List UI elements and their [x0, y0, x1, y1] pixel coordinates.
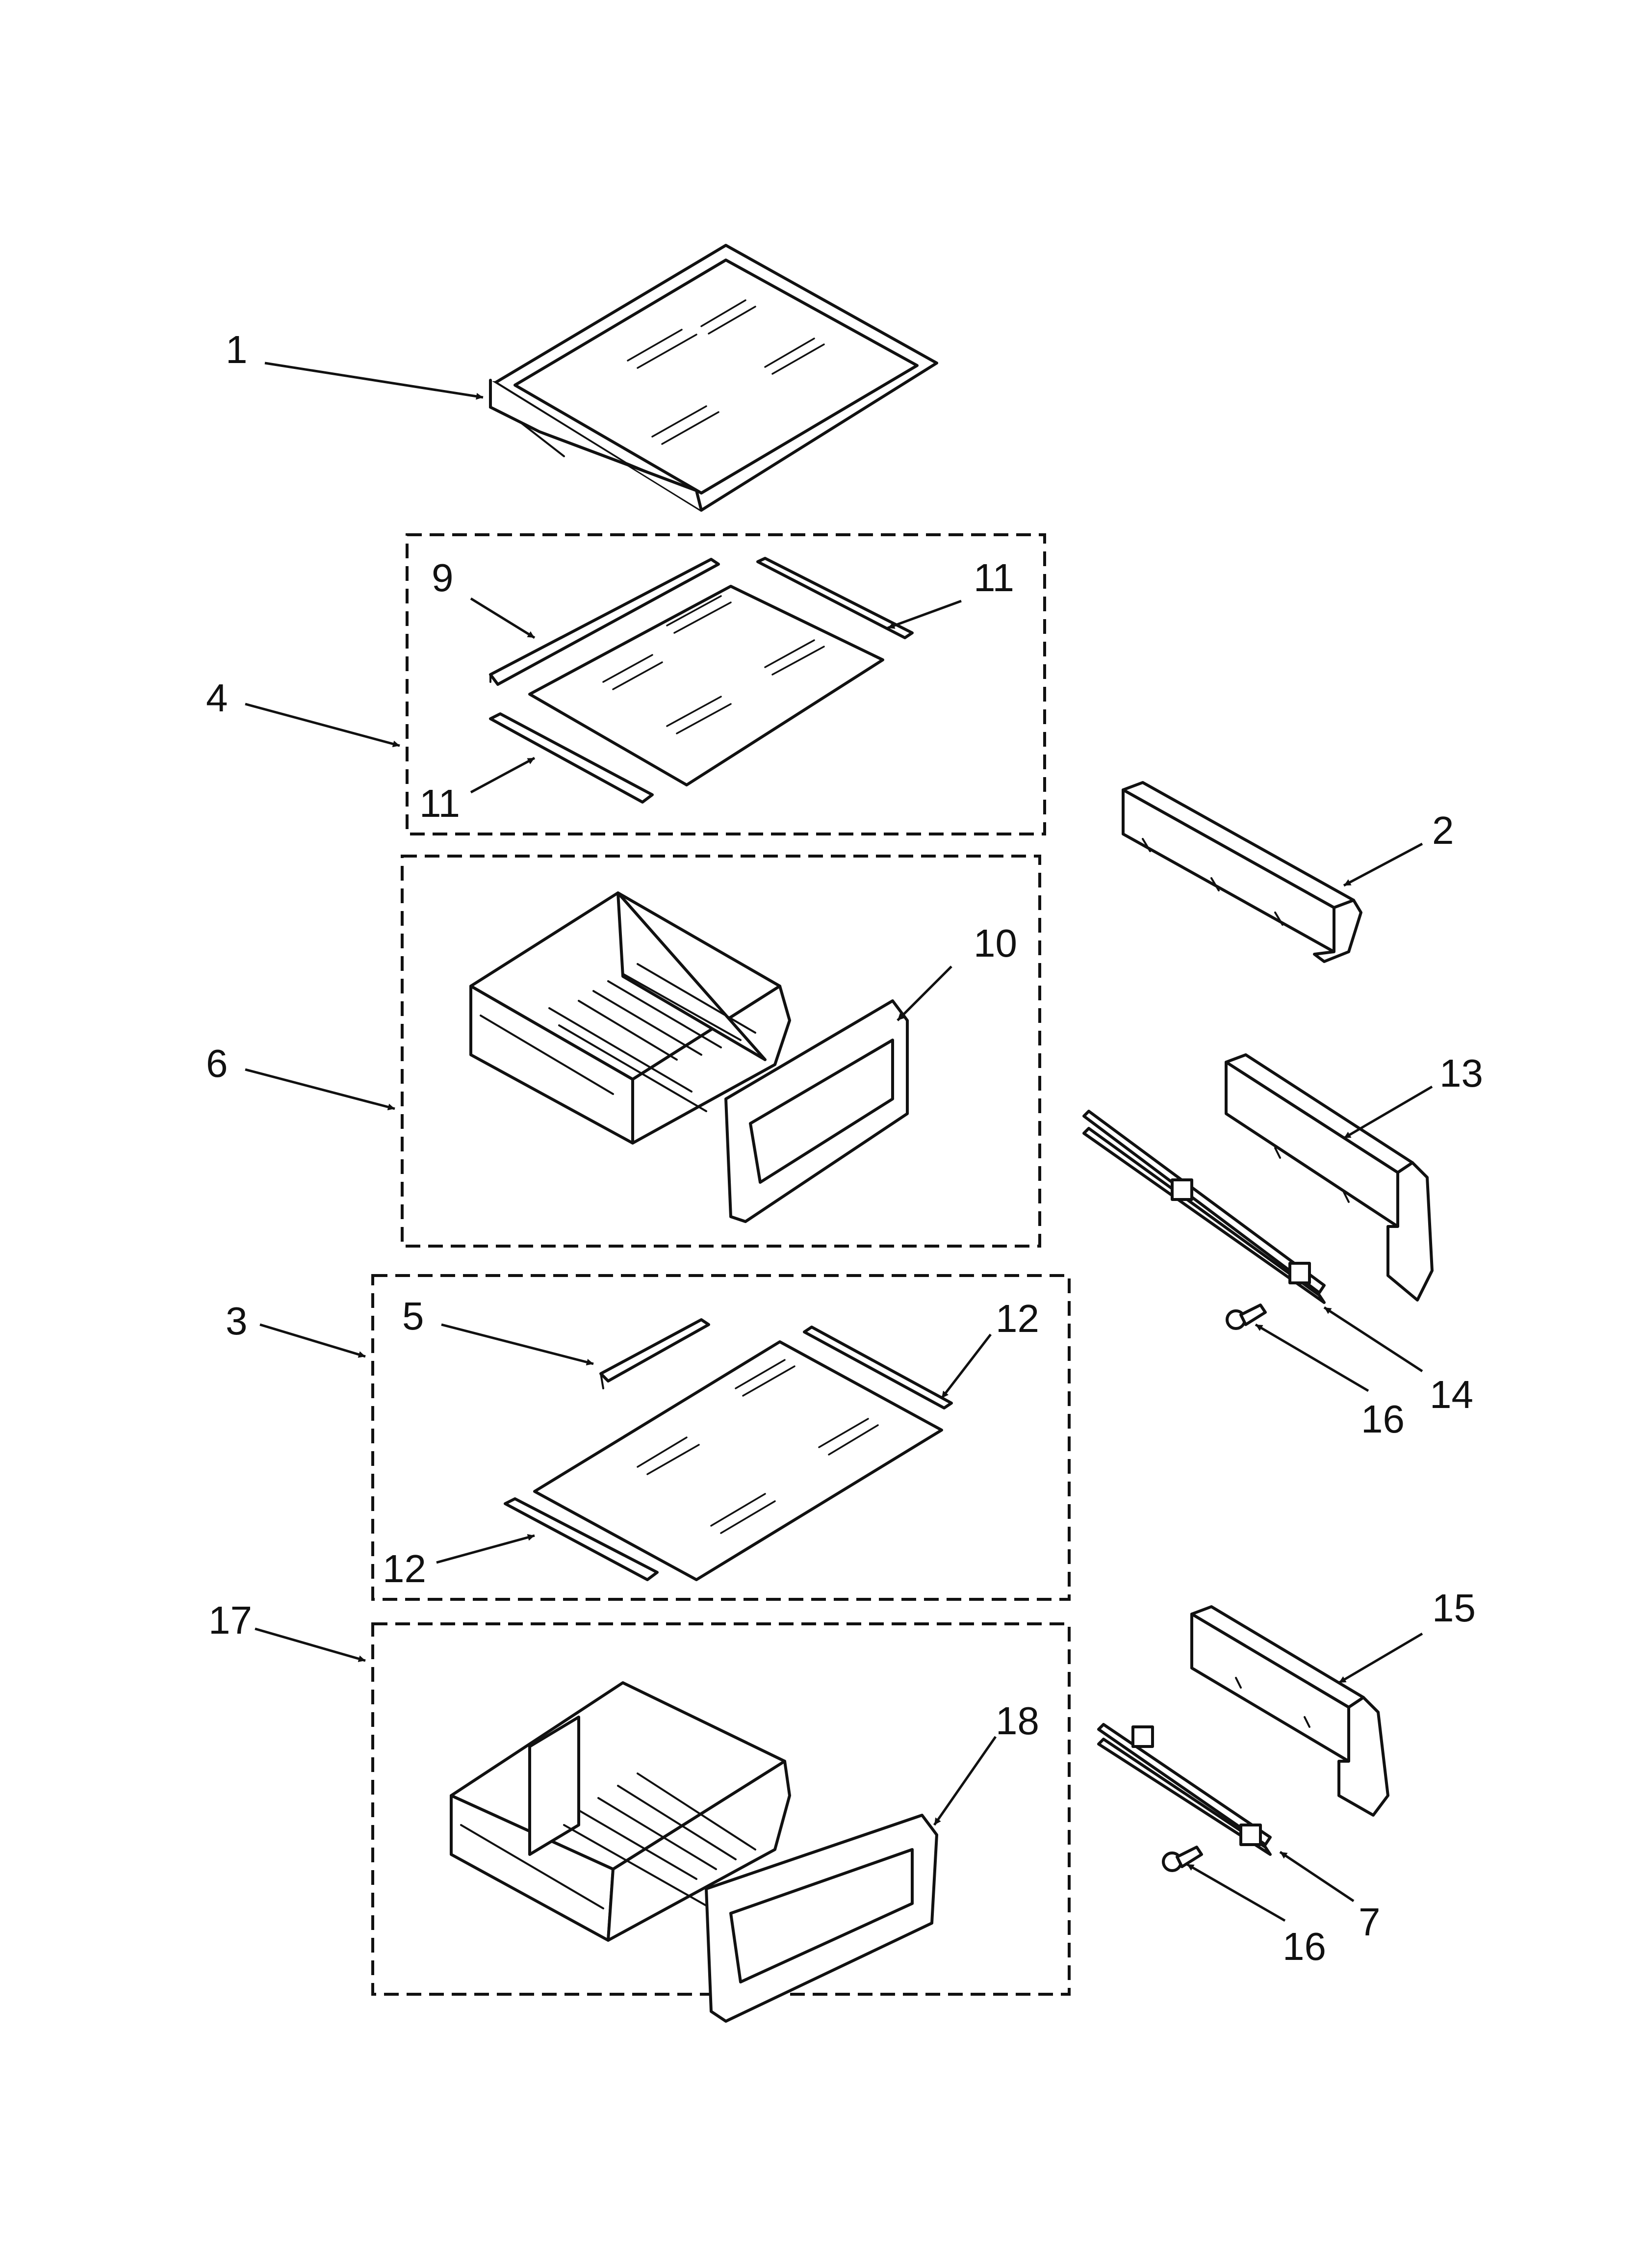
callout-14: 14 [1430, 1373, 1473, 1416]
callout-6: 6 [206, 1042, 228, 1085]
part-10-drawer-cover [724, 999, 909, 1223]
leader-16a [1255, 1323, 1369, 1392]
leader-12a [941, 1333, 992, 1399]
leader-7 [1279, 1851, 1355, 1903]
callout-9: 9 [432, 556, 454, 600]
part-14-slide-rail [1082, 1110, 1326, 1304]
part-5-trim-strip [599, 1318, 710, 1389]
part-12-trim-strip-front [504, 1497, 659, 1581]
group-box-17 [371, 1622, 1071, 1996]
callout-13: 13 [1439, 1051, 1483, 1095]
part-16-screw-upper [1226, 1303, 1267, 1330]
leader-3 [259, 1323, 366, 1358]
callout-3: 3 [226, 1299, 248, 1343]
callout-11a: 11 [974, 556, 1014, 600]
callout-12a: 12 [996, 1297, 1039, 1340]
callout-18: 18 [996, 1699, 1039, 1743]
part-crisper-drawer-upper [469, 891, 791, 1145]
callout-16a: 16 [1361, 1397, 1405, 1441]
callout-12b: 12 [383, 1547, 426, 1590]
leader-17 [255, 1627, 366, 1662]
group-box-4 [406, 533, 1046, 835]
leader-2 [1343, 842, 1423, 887]
group-box-3 [371, 1274, 1071, 1601]
leader-9 [470, 597, 536, 639]
leader-5 [441, 1323, 594, 1366]
callout-5: 5 [402, 1294, 424, 1338]
callout-labels: 1 4 9 11 11 2 6 10 13 3 5 12 12 14 16 17… [206, 328, 1483, 1968]
leader-11a [887, 600, 962, 629]
callout-1: 1 [226, 328, 248, 371]
leader-14 [1323, 1306, 1423, 1373]
callout-11b: 11 [419, 782, 460, 825]
callout-7: 7 [1359, 1900, 1381, 1944]
part-glass-shelf-lower [533, 1340, 943, 1581]
leader-4 [245, 703, 400, 748]
leader-16b [1186, 1863, 1286, 1922]
leader-lines [245, 362, 1433, 1922]
leader-6 [245, 1068, 395, 1111]
part-7-slide-rail [1097, 1723, 1272, 1856]
part-glass-shelf-upper [528, 585, 884, 786]
group-box-6 [401, 855, 1041, 1248]
leader-12b [436, 1534, 535, 1564]
leader-18 [933, 1736, 997, 1826]
leader-10 [897, 965, 952, 1021]
part-13-drawer-slide [1225, 1053, 1434, 1302]
part-16-screw-lower [1162, 1846, 1203, 1872]
part-2-bracket [1122, 781, 1362, 963]
part-crisper-drawer-lower [450, 1681, 791, 1942]
callout-15: 15 [1432, 1586, 1476, 1630]
part-11-trim-strip-right [756, 557, 914, 639]
part-12-trim-strip-right [803, 1326, 953, 1409]
leader-1 [264, 362, 484, 400]
leader-15 [1338, 1632, 1423, 1684]
callout-16b: 16 [1283, 1925, 1326, 1968]
callout-17: 17 [208, 1598, 252, 1642]
part-11-trim-strip-front [489, 712, 654, 804]
leader-11b [470, 756, 536, 794]
callout-4: 4 [206, 676, 228, 720]
callout-10: 10 [974, 921, 1017, 965]
callout-2: 2 [1432, 808, 1454, 852]
part-15-drawer-slide [1190, 1605, 1389, 1817]
leader-13 [1343, 1085, 1433, 1140]
part-9-trim-strip [489, 558, 720, 686]
part-1-shelf-assembly [489, 244, 938, 512]
part-18-drawer-cover [705, 1814, 938, 2023]
